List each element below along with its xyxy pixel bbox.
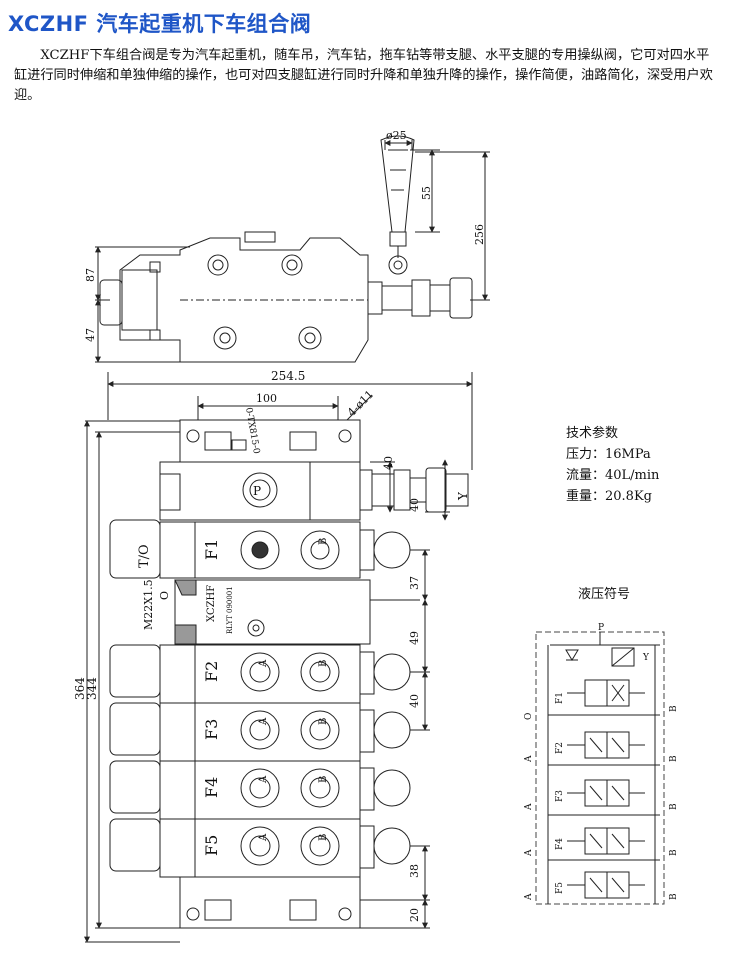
- schem-b2: B: [669, 755, 679, 762]
- schem-a4: A: [524, 849, 534, 857]
- label-port-b-f5: B: [318, 834, 329, 841]
- label-port-a-f4: A: [258, 775, 269, 784]
- schem-b1: B: [669, 705, 679, 712]
- schem-b3: B: [669, 803, 679, 810]
- dim-49: 49: [408, 631, 421, 645]
- dim-d25: ø25: [386, 129, 407, 142]
- schem-f5: F5: [555, 882, 565, 894]
- schem-f2: F2: [555, 742, 565, 754]
- label-section-f2: F2: [202, 661, 221, 682]
- label-port-y: Y: [456, 491, 470, 501]
- hydraulic-title: 液压符号: [578, 587, 631, 602]
- label-port-a-f3: A: [258, 717, 269, 726]
- schem-p: P: [598, 623, 604, 633]
- schem-o: O: [524, 713, 534, 720]
- dim-87: 87: [84, 268, 97, 282]
- schem-f4: F4: [555, 838, 565, 850]
- label-port-b-f1: B: [318, 538, 329, 545]
- side-view: [95, 135, 490, 363]
- label-section-f5: F5: [202, 835, 221, 856]
- label-port-b-f3: B: [318, 718, 329, 725]
- label-port-to: T/O: [137, 544, 152, 568]
- dim-40b: 40: [408, 498, 421, 512]
- dim-40a: 40: [382, 456, 395, 470]
- label-port-b-f2: B: [318, 660, 329, 667]
- dim-holes: 4-ø11: [345, 388, 376, 419]
- spec-pressure: 压力：16MPa: [566, 447, 651, 462]
- schem-f3: F3: [555, 790, 565, 802]
- front-view: [84, 372, 473, 943]
- schem-y: Y: [642, 653, 650, 663]
- schem-f1: F1: [555, 692, 565, 704]
- dim-40c: 40: [408, 694, 421, 708]
- label-port-o: O: [158, 591, 171, 600]
- hydraulic-schematic: [535, 631, 665, 905]
- dim-38: 38: [408, 864, 421, 878]
- dim-344: 344: [85, 677, 99, 700]
- dim-100: 100: [256, 392, 277, 405]
- dim-364: 364: [73, 677, 87, 700]
- schem-b5: B: [669, 893, 679, 900]
- label-port-p: P: [253, 484, 261, 498]
- schem-a5: A: [524, 893, 534, 901]
- plate-code: RLYT 090001: [226, 586, 234, 634]
- label-section-f3: F3: [202, 719, 221, 740]
- dim-254-5: 254.5: [271, 369, 305, 383]
- intro-paragraph: XCZHF下车组合阀是专为汽车起重机，随车吊，汽车钻，拖车钻等带支腿、水平支腿的…: [14, 48, 713, 103]
- dim-47: 47: [84, 328, 97, 342]
- page-title: XCZHF 汽车起重机下车组合阀: [8, 12, 312, 36]
- label-section-f1: F1: [202, 539, 221, 560]
- schem-b4: B: [669, 849, 679, 856]
- specs-title: 技术参数: [566, 426, 619, 441]
- label-port-b-f4: B: [318, 776, 329, 783]
- label-port-a-f5: A: [258, 833, 269, 842]
- dim-55: 55: [420, 186, 433, 200]
- dim-37: 37: [408, 576, 421, 590]
- tech-specs: 技术参数 压力：16MPa 流量：40L/min 重量：20.8Kg: [566, 423, 659, 507]
- spec-weight: 重量：20.8Kg: [566, 489, 652, 504]
- dim-20: 20: [408, 908, 421, 922]
- schem-a2: A: [524, 755, 534, 763]
- spec-flow: 流量：40L/min: [566, 468, 660, 483]
- label-section-f4: F4: [202, 777, 221, 798]
- dim-256: 256: [473, 224, 486, 245]
- label-port-a-f2: A: [258, 659, 269, 668]
- dim-m22: M22X1.5: [142, 579, 155, 630]
- schem-a3: A: [524, 803, 534, 811]
- plate-brand: XCZHF: [206, 585, 217, 622]
